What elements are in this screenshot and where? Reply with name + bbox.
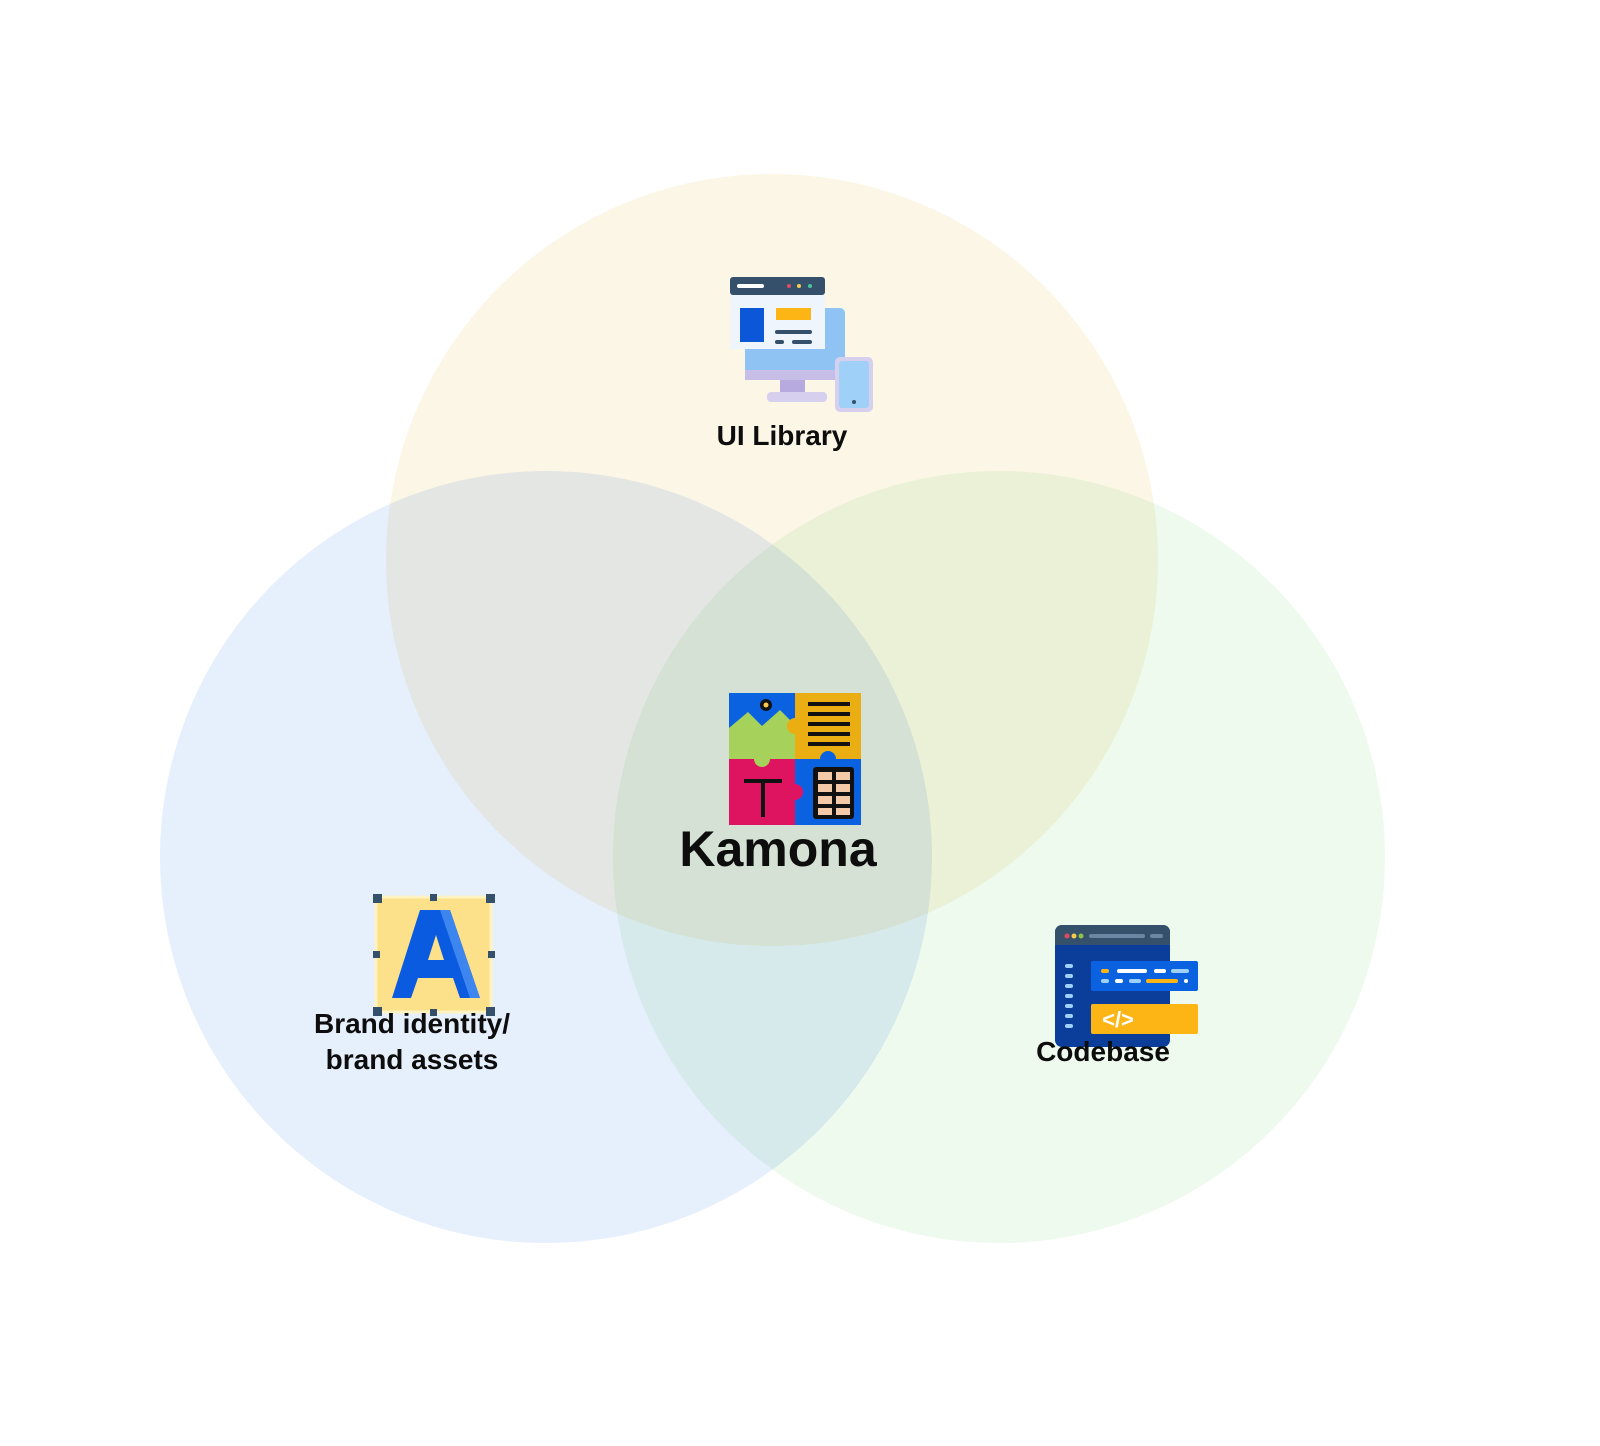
devices-icon: [730, 277, 873, 412]
code-window-icon: </>: [1055, 925, 1198, 1047]
ui-library-label: UI Library: [716, 420, 848, 451]
center-label: Kamona: [679, 821, 877, 877]
codebase-label: Codebase: [1036, 1036, 1170, 1067]
font-letter-a-icon: [373, 894, 495, 1016]
brand-label-line1: Brand identity/: [313, 1008, 511, 1039]
codebase-circle: [613, 471, 1385, 1243]
svg-text:</>: </>: [1102, 1007, 1134, 1032]
puzzle-icon: [729, 693, 861, 825]
brand-label-line2: brand assets: [325, 1044, 499, 1075]
brand-label: Brand identity/ brand assets: [314, 1006, 510, 1078]
